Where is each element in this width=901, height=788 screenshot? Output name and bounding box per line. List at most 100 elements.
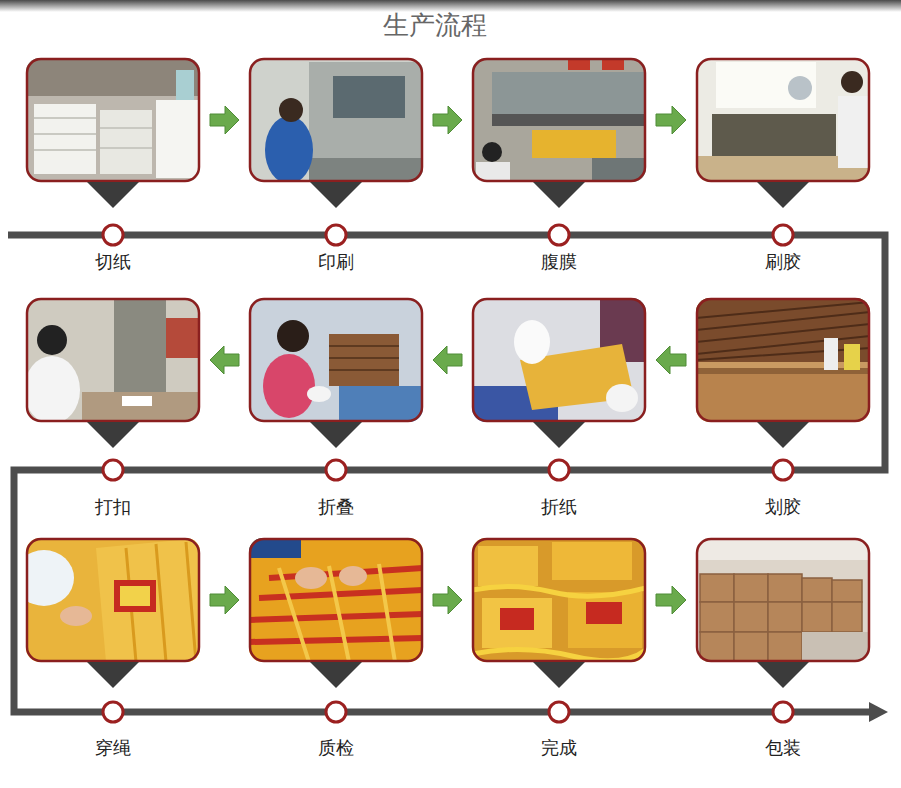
pointer-triangle-part <box>87 182 139 208</box>
photo-part <box>26 298 200 422</box>
process-step: 质检 <box>249 538 423 766</box>
photo-part-part <box>472 298 646 422</box>
photo-part-part <box>696 298 870 422</box>
photo-part <box>697 59 869 181</box>
photo-part-part <box>26 58 200 96</box>
photo-part-part <box>279 98 303 122</box>
process-step: 切纸 <box>26 58 200 280</box>
pointer-triangle-part <box>757 182 809 208</box>
photo-part <box>249 58 423 182</box>
process-step: 穿绳 <box>26 538 200 766</box>
step-label: 印刷 <box>249 250 423 274</box>
track-connector <box>870 235 885 470</box>
photo-part-part <box>472 538 646 662</box>
photo-part-part-part <box>734 574 768 602</box>
photo-part-part <box>333 76 405 118</box>
step-label: 打扣 <box>26 495 200 519</box>
photo-part-part <box>696 538 870 662</box>
photo-part-part <box>472 586 646 660</box>
photo-part-part <box>696 302 870 360</box>
photo <box>472 538 646 662</box>
photo-part-part <box>263 354 315 418</box>
photo-part <box>26 58 200 182</box>
photo-part-part <box>166 318 200 358</box>
step-label: 包装 <box>696 736 870 760</box>
photo-part-part <box>824 338 838 370</box>
photo-part <box>697 539 869 661</box>
step-label: 切纸 <box>26 250 200 274</box>
photo-part-part <box>309 158 423 182</box>
photo-part-part <box>492 72 646 114</box>
step-label: 刷胶 <box>696 250 870 274</box>
photo <box>14 538 200 662</box>
photo-part-part <box>60 606 92 626</box>
photo-part <box>473 59 645 181</box>
photo-part <box>27 59 199 181</box>
process-step: 划胶 <box>696 298 870 525</box>
process-step: 打扣 <box>26 298 200 525</box>
track-marker-part <box>326 460 346 480</box>
photo-part-part <box>696 368 870 422</box>
track-marker-part <box>549 460 569 480</box>
photo-part <box>250 59 422 181</box>
photo-part-part <box>37 325 67 355</box>
process-step: 印刷 <box>249 58 423 280</box>
photo <box>696 58 870 182</box>
step-label: 腹膜 <box>472 250 646 274</box>
photo-part <box>250 299 422 421</box>
photo-part-part-part <box>700 574 734 602</box>
photo <box>696 538 870 662</box>
photo-part-part <box>307 386 331 402</box>
photo-part-part <box>82 392 200 422</box>
photo-part-part <box>96 538 200 662</box>
photo-part-part <box>716 62 816 108</box>
photo-part-part-part <box>700 602 734 632</box>
diagram-title: 生产流程 <box>300 8 570 42</box>
photo-part <box>696 58 870 182</box>
photo-part-part <box>329 334 399 386</box>
track-marker-part <box>326 702 346 722</box>
photo-part-part <box>329 346 399 370</box>
photo-part-part <box>696 538 870 560</box>
process-step: 完成 <box>472 538 646 766</box>
track-line-part <box>8 232 870 239</box>
process-step: 腹膜 <box>472 58 646 280</box>
photo <box>696 298 870 422</box>
pointer-triangle-part <box>310 422 362 448</box>
photo-part <box>473 299 645 421</box>
track-marker-part <box>773 460 793 480</box>
photo <box>472 298 646 422</box>
photo-part-part <box>844 344 860 370</box>
track-marker-part <box>773 225 793 245</box>
photo-part-part <box>34 104 96 174</box>
step-label: 穿绳 <box>26 736 200 760</box>
photo-part-part <box>339 566 367 586</box>
photo-part-part <box>788 76 812 100</box>
photo-part-part-part <box>734 632 768 662</box>
photo-part-part-part <box>700 632 734 662</box>
process-step: 包装 <box>696 538 870 766</box>
flow-arrow <box>210 106 239 134</box>
photo-part-part-part <box>768 574 802 602</box>
photo-part <box>697 299 869 421</box>
pointer-triangle <box>87 182 809 688</box>
photo-part-part <box>120 586 150 606</box>
photo-part-part <box>249 538 423 662</box>
photo-part <box>250 539 422 661</box>
track-marker-part <box>326 225 346 245</box>
photo-part-part <box>552 542 632 580</box>
pointer-triangle-part <box>533 422 585 448</box>
photo-part-part <box>568 592 642 648</box>
track-marker-part <box>549 702 569 722</box>
flow-arrow <box>210 346 239 374</box>
flow-arrow <box>210 586 239 614</box>
photo-part <box>249 298 423 422</box>
photo <box>472 58 646 186</box>
track-marker-part <box>549 225 569 245</box>
process-step: 折叠 <box>249 298 423 525</box>
step-label: 完成 <box>472 736 646 760</box>
track-marker-part <box>103 225 123 245</box>
photo-part <box>249 538 423 662</box>
track-connector <box>14 470 26 712</box>
